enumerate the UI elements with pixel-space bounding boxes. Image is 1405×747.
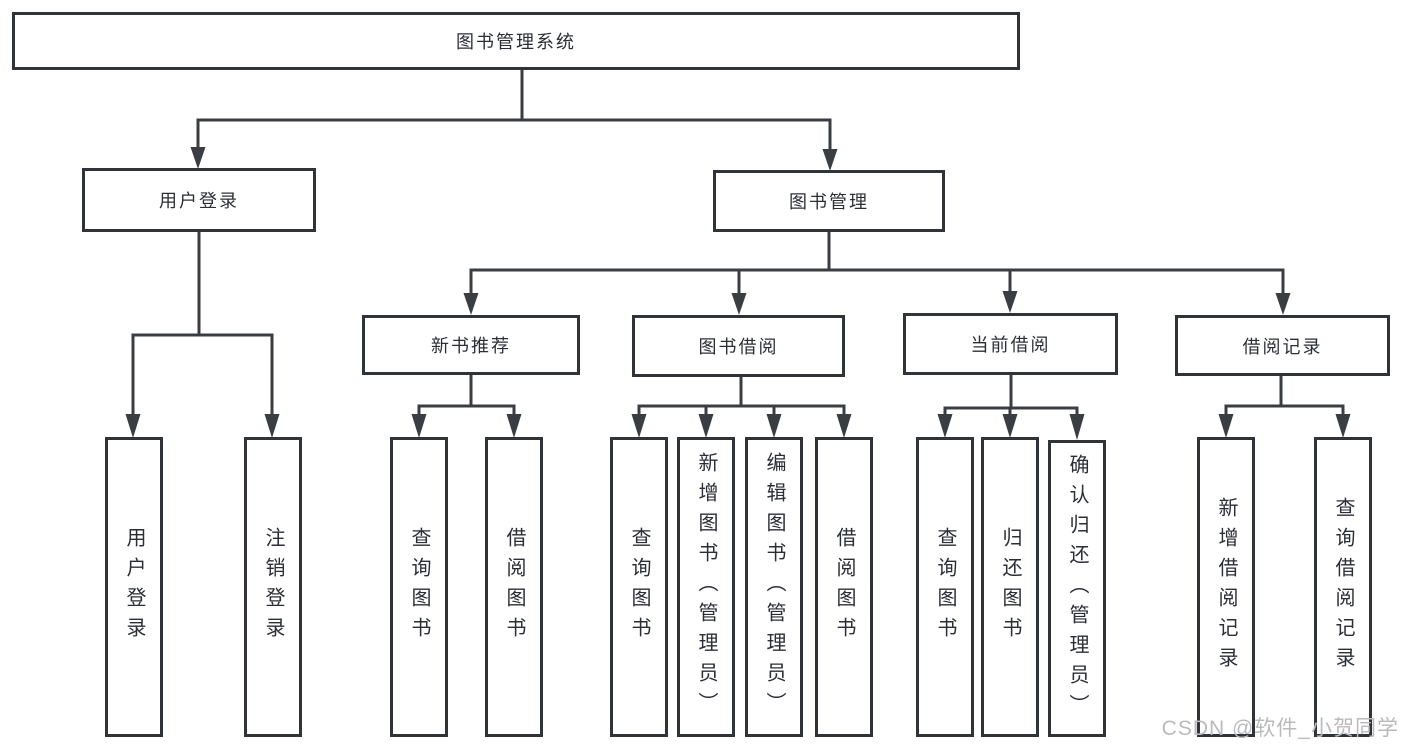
connector-arrow [506,414,522,438]
connector-arrow [766,414,782,438]
leaf-query-books-1: 查询图书 [390,437,448,737]
node-root: 图书管理系统 [12,12,1020,70]
connector-arrow [1069,414,1085,440]
leaf-edit-books-admin: 编辑图书（管理员） [745,437,803,737]
node-user-login: 用户登录 [82,168,316,232]
connectors-user-login [125,232,280,438]
node-book-mgmt-label: 图书管理 [789,192,869,212]
connector-arrow [125,414,141,438]
connector-arrow [463,293,479,315]
leaf-query-borrow-record: 查询借阅记录 [1314,437,1372,737]
leaf-query-books-2-label: 查询图书 [628,527,650,647]
connector-arrow [822,149,838,171]
connectors-book-borrow [631,376,852,438]
watermark: CSDN @软件_小贺同学 [1161,717,1399,740]
leaf-query-books-2: 查询图书 [610,437,668,737]
connectors-current-borrow [937,375,1085,440]
connector-arrow [631,414,647,438]
node-root-label: 图书管理系统 [456,32,576,52]
leaf-query-borrow-record-label: 查询借阅记录 [1332,497,1354,677]
leaf-borrow-books-2: 借阅图书 [815,437,873,737]
node-book-borrow-label: 图书借阅 [698,337,779,357]
node-book-mgmt: 图书管理 [713,170,945,232]
connector-arrow [264,414,280,438]
connector-arrow [411,414,427,438]
leaf-add-books-admin-label: 新增图书（管理员） [695,452,717,722]
leaf-logout: 注销登录 [244,437,302,737]
leaf-confirm-return-admin-label: 确认归还（管理员） [1066,453,1088,724]
leaf-user-login-label: 用户登录 [123,527,145,647]
leaf-user-login: 用户登录 [105,437,163,737]
connector-arrow [1218,414,1234,438]
node-new-recommend: 新书推荐 [362,315,580,375]
node-borrow-records: 借阅记录 [1175,315,1390,376]
connectors-borrow-records [1218,376,1351,438]
node-new-recommend-label: 新书推荐 [431,336,511,356]
connector-arrow [190,147,206,169]
leaf-query-books-3-label: 查询图书 [934,527,956,647]
leaf-edit-books-admin-label: 编辑图书（管理员） [763,452,785,722]
leaf-return-books: 归还图书 [981,437,1039,737]
connector-arrow [937,414,953,438]
node-user-login-label: 用户登录 [159,191,239,211]
leaf-logout-label: 注销登录 [262,527,284,647]
connectors-new-recommend [411,375,522,438]
leaf-add-borrow-record: 新增借阅记录 [1197,437,1255,737]
leaf-add-borrow-record-label: 新增借阅记录 [1215,497,1237,677]
node-book-borrow: 图书借阅 [632,315,845,377]
connector-arrow [698,414,714,438]
leaf-return-books-label: 归还图书 [999,527,1021,647]
connector-arrow [1002,291,1018,313]
connector-arrow [1002,414,1018,438]
leaf-borrow-books-1-label: 借阅图书 [503,527,525,647]
connector-arrow [1335,414,1351,438]
leaf-add-books-admin: 新增图书（管理员） [677,437,735,737]
connectors-root-to-level2 [190,70,838,171]
connector-arrow [731,293,747,315]
leaf-borrow-books-2-label: 借阅图书 [833,527,855,647]
connector-arrow [1275,293,1291,315]
leaf-query-books-3: 查询图书 [916,437,974,737]
leaf-query-books-1-label: 查询图书 [408,527,430,647]
node-current-borrow: 当前借阅 [903,313,1118,375]
leaf-confirm-return-admin: 确认归还（管理员） [1048,440,1106,737]
leaf-borrow-books-1: 借阅图书 [485,437,543,737]
node-borrow-records-label: 借阅记录 [1242,336,1323,357]
connectors-book-mgmt [463,232,1291,315]
connector-arrow [836,414,852,438]
node-current-borrow-label: 当前借阅 [970,335,1051,355]
